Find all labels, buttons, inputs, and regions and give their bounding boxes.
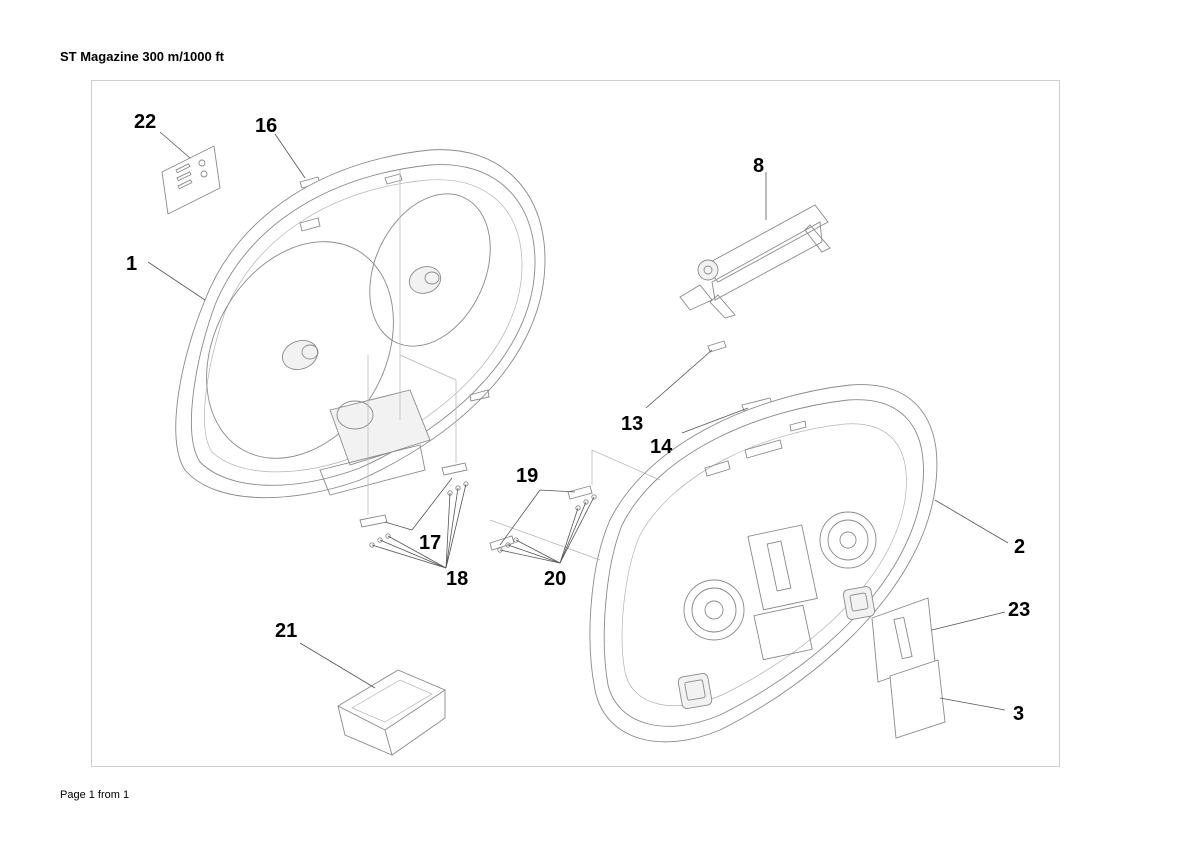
callout-20: 20	[544, 568, 566, 590]
callout-21: 21	[275, 620, 297, 642]
part-22-label-plate	[161, 145, 221, 215]
part-2-magazine-cover	[589, 384, 938, 743]
part-19-20-fasteners	[489, 485, 597, 553]
callout-14: 14	[650, 436, 673, 458]
part-17-18-fasteners	[359, 462, 469, 548]
callout-16: 16	[255, 115, 277, 137]
callout-13: 13	[621, 413, 643, 435]
leader-lines	[147, 131, 1009, 711]
callout-3: 3	[1013, 703, 1024, 725]
callout-17: 17	[419, 532, 441, 554]
part-8-roller-assembly	[679, 204, 831, 319]
part-13-clip	[707, 340, 727, 353]
callout-18: 18	[446, 568, 468, 590]
callout-1: 1	[126, 253, 137, 275]
part-3-cover-plate	[889, 659, 946, 739]
callout-22: 22	[134, 111, 156, 133]
callout-8: 8	[753, 155, 764, 177]
part-1-magazine-body	[175, 149, 546, 499]
part-21-tray	[337, 669, 446, 756]
assembly-lines	[367, 170, 661, 561]
page-footer: Page 1 from 1	[60, 789, 130, 801]
callout-23: 23	[1008, 599, 1030, 621]
callout-2: 2	[1014, 536, 1025, 558]
callout-19: 19	[516, 465, 538, 487]
page-title: ST Magazine 300 m/1000 ft	[60, 49, 225, 64]
drawing-frame	[91, 80, 1060, 767]
